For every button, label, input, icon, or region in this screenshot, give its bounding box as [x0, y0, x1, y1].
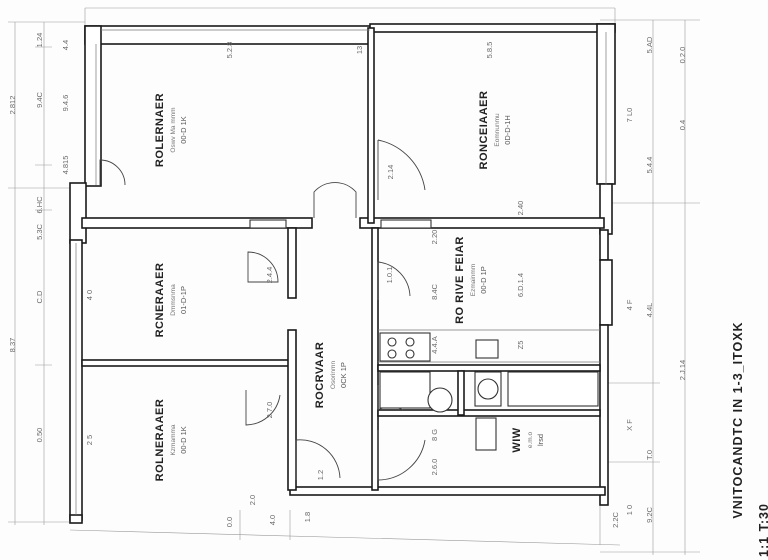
- burner: [405, 349, 415, 359]
- dimension-label: 2.6.0: [430, 459, 439, 476]
- dimension-label: 4.815: [61, 156, 70, 175]
- dimension-label: 2.J.14: [678, 360, 687, 380]
- door-swings: [99, 139, 426, 481]
- dimension-label: 2.7.0: [265, 402, 274, 419]
- dimension-label: 0.2.0: [678, 47, 687, 64]
- toilet: [427, 387, 453, 413]
- dimension-label: 4.4.A: [430, 336, 439, 354]
- room-sub: Osorinmn: [330, 361, 337, 390]
- dimension-label: 5.2.8: [225, 42, 234, 59]
- dimension-label: 5.AD: [645, 36, 654, 53]
- dimension-label: 0.0: [225, 517, 234, 527]
- room-sub: Ezmainmm: [470, 264, 477, 297]
- dimension-label: T.0: [645, 450, 654, 460]
- dimension-label: 4.4: [61, 40, 70, 50]
- dimension-label: X F: [625, 419, 634, 431]
- dimension-label: 7 L0: [625, 108, 634, 123]
- dimension-label: 6.D.1.4: [516, 273, 525, 297]
- drawing-title: VNITOCANDTC IN 1-3_ITOXK: [731, 321, 745, 518]
- dimension-label: 1.8: [303, 512, 312, 522]
- drawing-scale: 1:1 T:30: [757, 503, 768, 557]
- washbasin: [379, 371, 431, 409]
- dimension-label: C.D: [35, 290, 44, 304]
- dimension-label: 9.4.6: [61, 95, 70, 112]
- room-sub: Oswv Ma mmm: [170, 107, 177, 152]
- dimension-label: 1 0: [625, 505, 634, 515]
- dimension-label: 9.2C: [645, 506, 654, 522]
- dimension-label: 8 G: [430, 429, 439, 441]
- burner: [405, 337, 415, 347]
- dimension-label: 2.20: [430, 230, 439, 245]
- dimension-label: 4.4L: [645, 303, 654, 318]
- dimension-label: 2.2C: [611, 511, 620, 527]
- room-sub: Kzmamma: [170, 424, 177, 455]
- fixtures: [379, 332, 599, 451]
- room-title: ROLERNAER: [154, 93, 166, 167]
- room-title: RO RIVE FEIAR: [454, 236, 466, 324]
- dimension-label: 2 5: [85, 435, 94, 445]
- room-code: 00-D 1K: [179, 426, 188, 454]
- burner: [387, 337, 397, 347]
- dimension-label: 1.0.1: [385, 267, 394, 284]
- cabinet: [475, 417, 497, 451]
- dimension-label: 4 0: [85, 290, 94, 300]
- shower-drain: [477, 378, 499, 400]
- stove: [379, 332, 431, 362]
- dimension-label: 8.4C: [430, 283, 439, 299]
- room-title: RCNERAAER: [154, 263, 166, 338]
- dimension-lines: [8, 7, 700, 555]
- dimension-label: 2.4.4: [265, 267, 274, 284]
- dimension-label: 5.8.5: [485, 42, 494, 59]
- room-title: WIW: [511, 427, 523, 452]
- room-title: ROCRVAAR: [314, 342, 326, 409]
- dimension-label: 4 F: [625, 299, 634, 310]
- dimension-label: 2.812: [8, 96, 17, 115]
- vent-blocks: [249, 219, 432, 229]
- dimension-label: 9.4C: [35, 91, 44, 107]
- room-code: 01-D-1P: [179, 286, 188, 314]
- room-code: 00-D 1K: [179, 116, 188, 144]
- title-block: VNITOCANDTC IN 1-3_ITOXK 1:1 T:30: [731, 321, 768, 557]
- dimension-label: 5.4.4: [645, 157, 654, 174]
- dimension-label: 0.50: [35, 428, 44, 443]
- dimension-label: 2.14: [386, 165, 395, 180]
- window-lines: [75, 29, 607, 515]
- room-title: ROLNERAAER: [154, 399, 166, 482]
- dimension-label: 5.3C: [35, 223, 44, 239]
- dimension-label: Z5: [516, 341, 525, 350]
- dimension-label: 4.0: [268, 515, 277, 525]
- walls: [69, 23, 616, 524]
- dimension-label: 2.0: [248, 495, 257, 505]
- room-sub: Dmmsnma: [170, 284, 177, 316]
- dimension-label: 13: [355, 46, 364, 54]
- dimension-label: 2.40: [516, 201, 525, 216]
- room-code: 0D-D-1H: [503, 115, 512, 145]
- room-code: 00-D 1P: [479, 266, 488, 294]
- room-code: 0CK 1P: [339, 362, 348, 388]
- burner: [387, 349, 397, 359]
- dimension-label: 6.HC: [35, 196, 44, 214]
- room-title: RONCEIAAER: [478, 91, 490, 170]
- dimension-label: 0.4: [678, 120, 687, 130]
- bathtub: [507, 371, 599, 407]
- room-sub: e.m.o: [527, 431, 534, 448]
- sink: [475, 339, 499, 359]
- dimension-label: 1.2: [316, 470, 325, 480]
- dimension-label: 8.37: [8, 338, 17, 353]
- dimension-label: 1.24: [35, 33, 44, 48]
- room-sub: Eomnunmu: [494, 113, 501, 147]
- dimension-labels: 2.812 8.37 1.24 9.4C 6.HC 5.3C C.D 0.50 4.4 9.4.6…: [8, 33, 687, 528]
- room-code: lrsd: [536, 434, 545, 446]
